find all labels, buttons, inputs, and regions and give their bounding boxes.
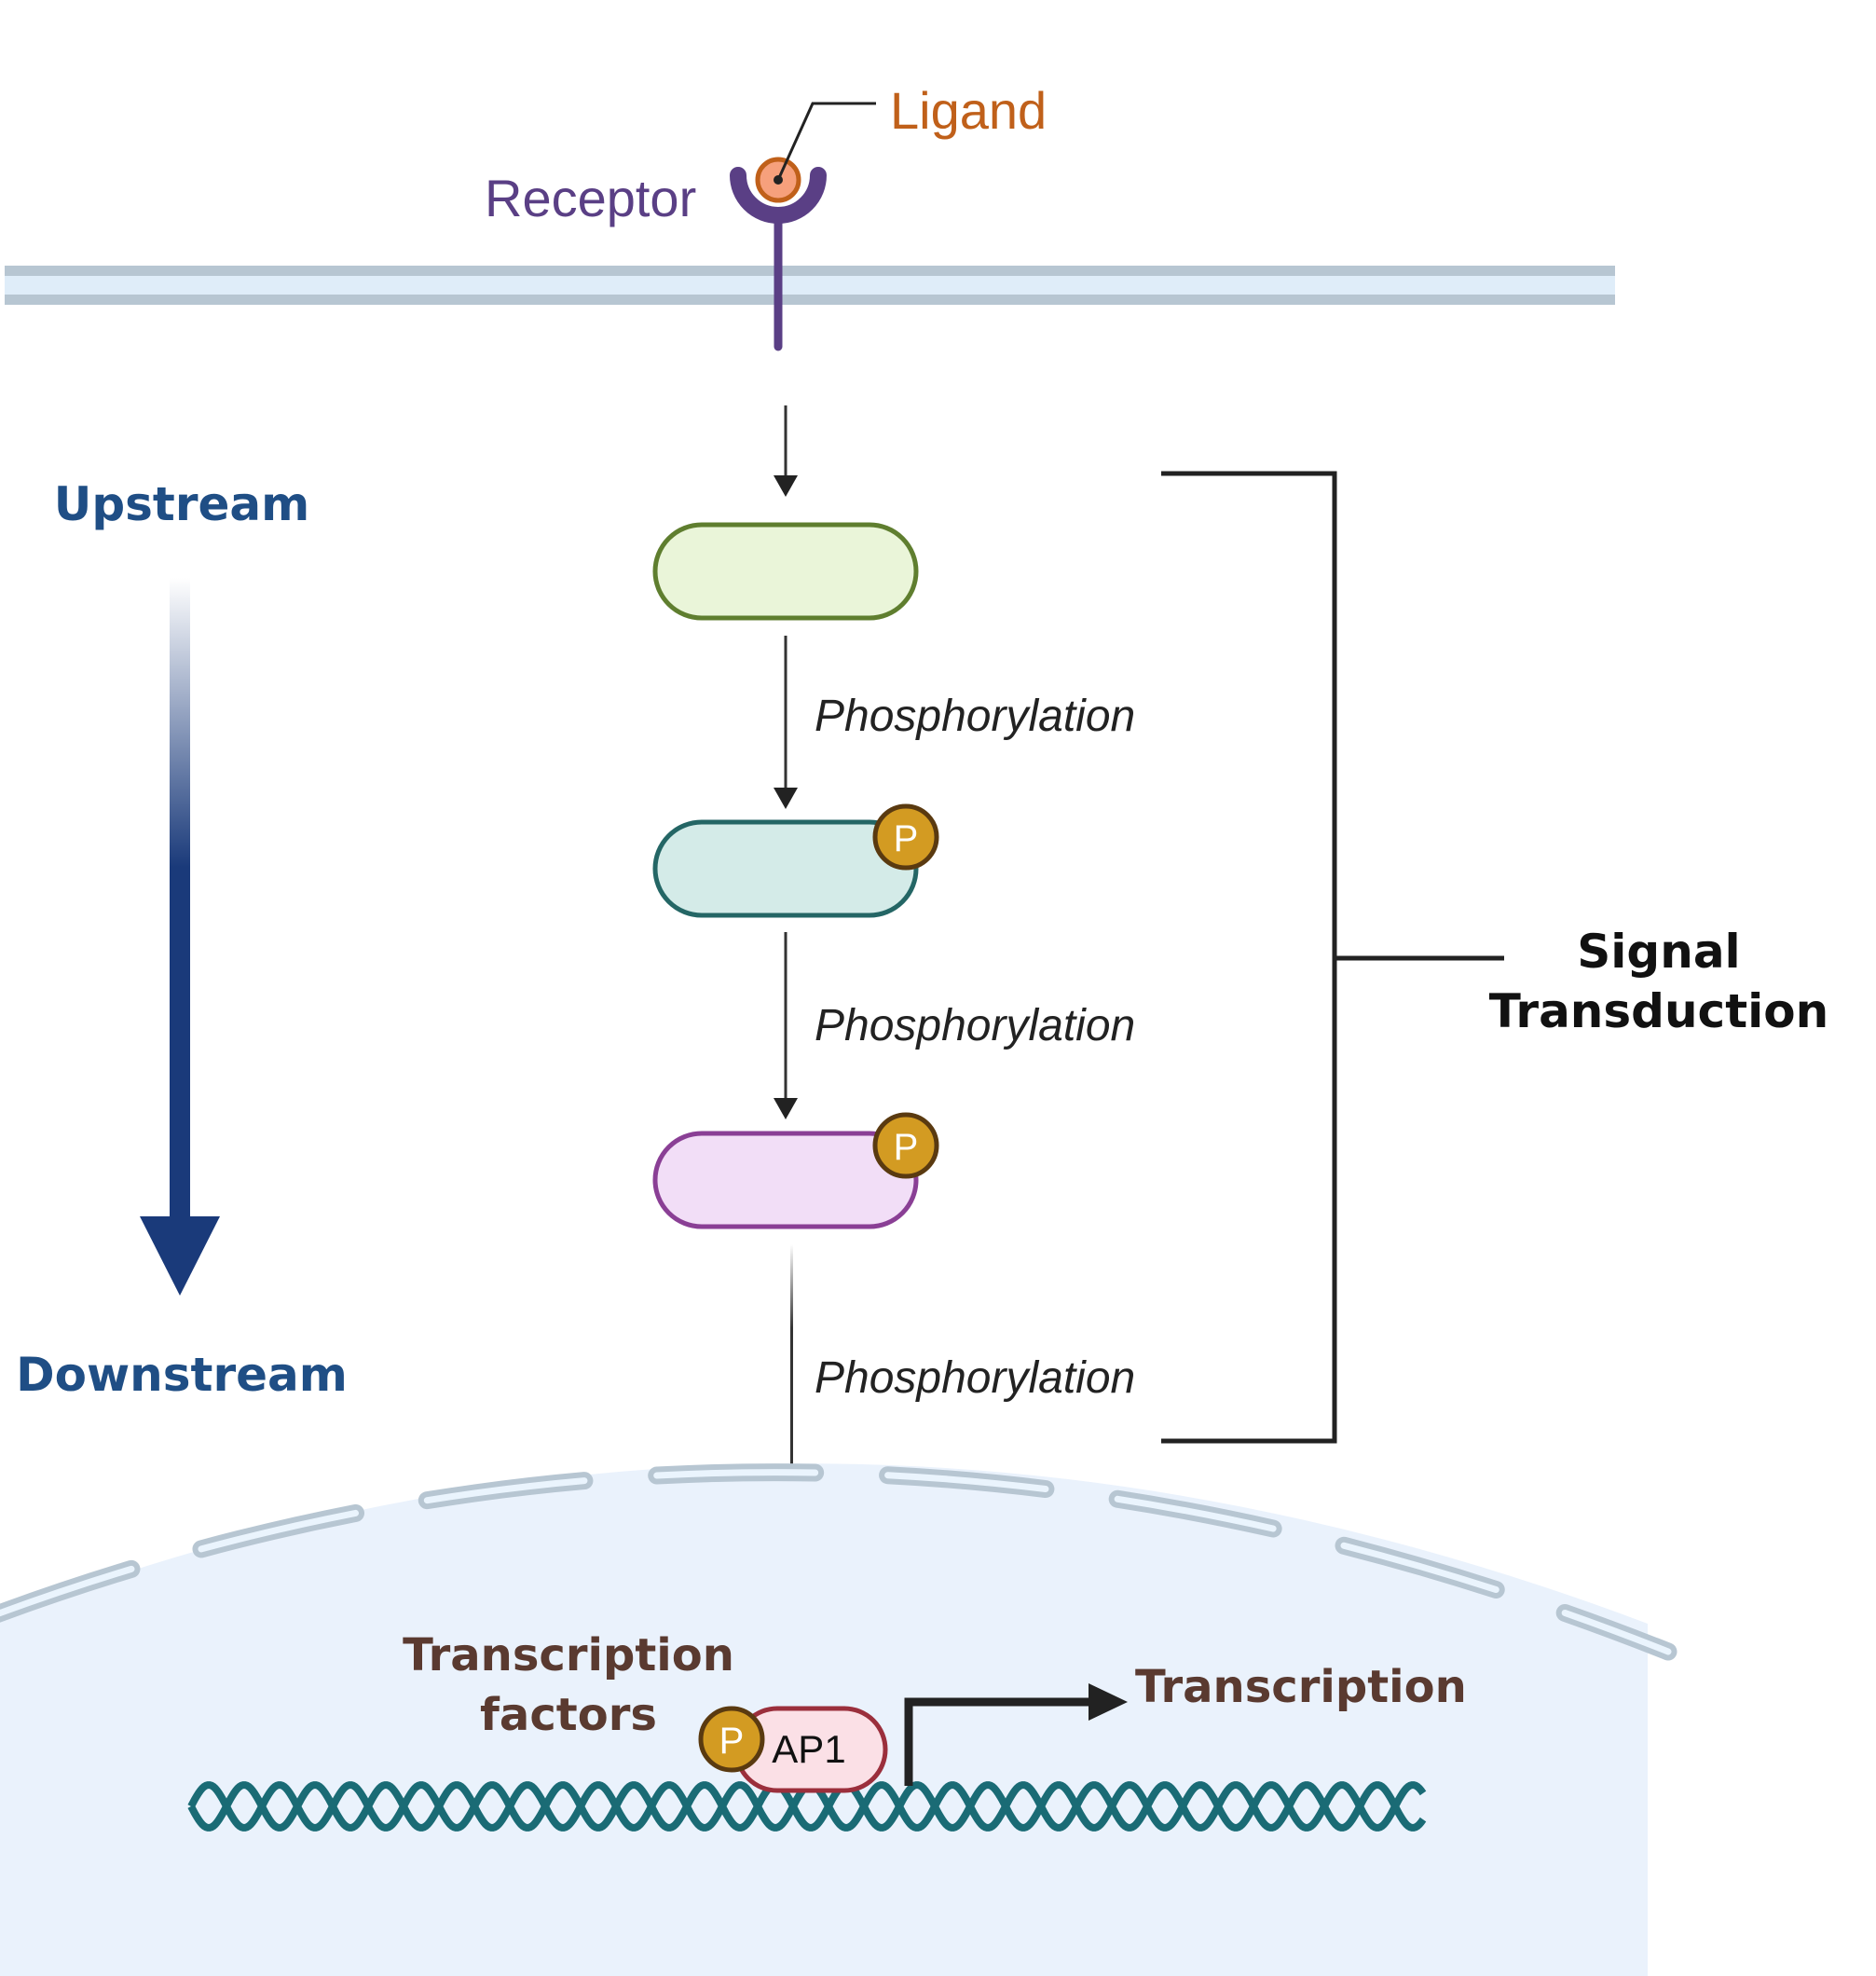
transcription-start-arrow bbox=[904, 1683, 1128, 1786]
upstream-downstream-arrow bbox=[140, 578, 220, 1296]
phospho-badge-3-text: P bbox=[894, 1127, 919, 1168]
phosphorylation-label-2: Phosphorylation bbox=[815, 1001, 1135, 1050]
phosphorylation-arrow-2 bbox=[774, 932, 798, 1119]
phospho-badge-3: P bbox=[872, 1112, 939, 1179]
ap1-transcription-factor: AP1 bbox=[733, 1706, 888, 1793]
transcription-factors-label-line2: factors bbox=[480, 1689, 657, 1741]
receptor-label: Receptor bbox=[485, 169, 696, 227]
downstream-label: Downstream bbox=[16, 1348, 348, 1402]
dna-strand-b bbox=[187, 1781, 1427, 1832]
kinase-protein-1 bbox=[652, 522, 919, 621]
ap1-label: AP1 bbox=[772, 1727, 845, 1771]
transcription-factors-label-line1: Transcription bbox=[403, 1629, 734, 1681]
ligand-label: Ligand bbox=[890, 81, 1047, 140]
phospho-badge-ap1: P bbox=[698, 1706, 765, 1773]
upstream-label: Upstream bbox=[54, 477, 309, 531]
transduction-label: Transduction bbox=[1489, 984, 1828, 1038]
phospho-badge-ap1-text: P bbox=[719, 1721, 745, 1762]
phosphorylation-label-3: Phosphorylation bbox=[815, 1353, 1135, 1403]
ligand bbox=[755, 102, 876, 203]
cell-membrane bbox=[5, 266, 1615, 305]
receptor-to-protein-arrow bbox=[774, 405, 798, 497]
kinase-protein-2 bbox=[652, 819, 919, 918]
phospho-badge-2-text: P bbox=[894, 818, 919, 859]
phospho-badge-2: P bbox=[872, 803, 939, 871]
phosphorylation-label-1: Phosphorylation bbox=[815, 692, 1135, 741]
phosphorylation-arrow-1 bbox=[774, 636, 798, 809]
kinase-protein-3 bbox=[652, 1131, 919, 1229]
signal-label: Signal bbox=[1577, 925, 1740, 979]
transcription-label: Transcription bbox=[1135, 1661, 1467, 1713]
receptor bbox=[730, 167, 827, 351]
signal-transduction-bracket bbox=[1161, 471, 1504, 1444]
